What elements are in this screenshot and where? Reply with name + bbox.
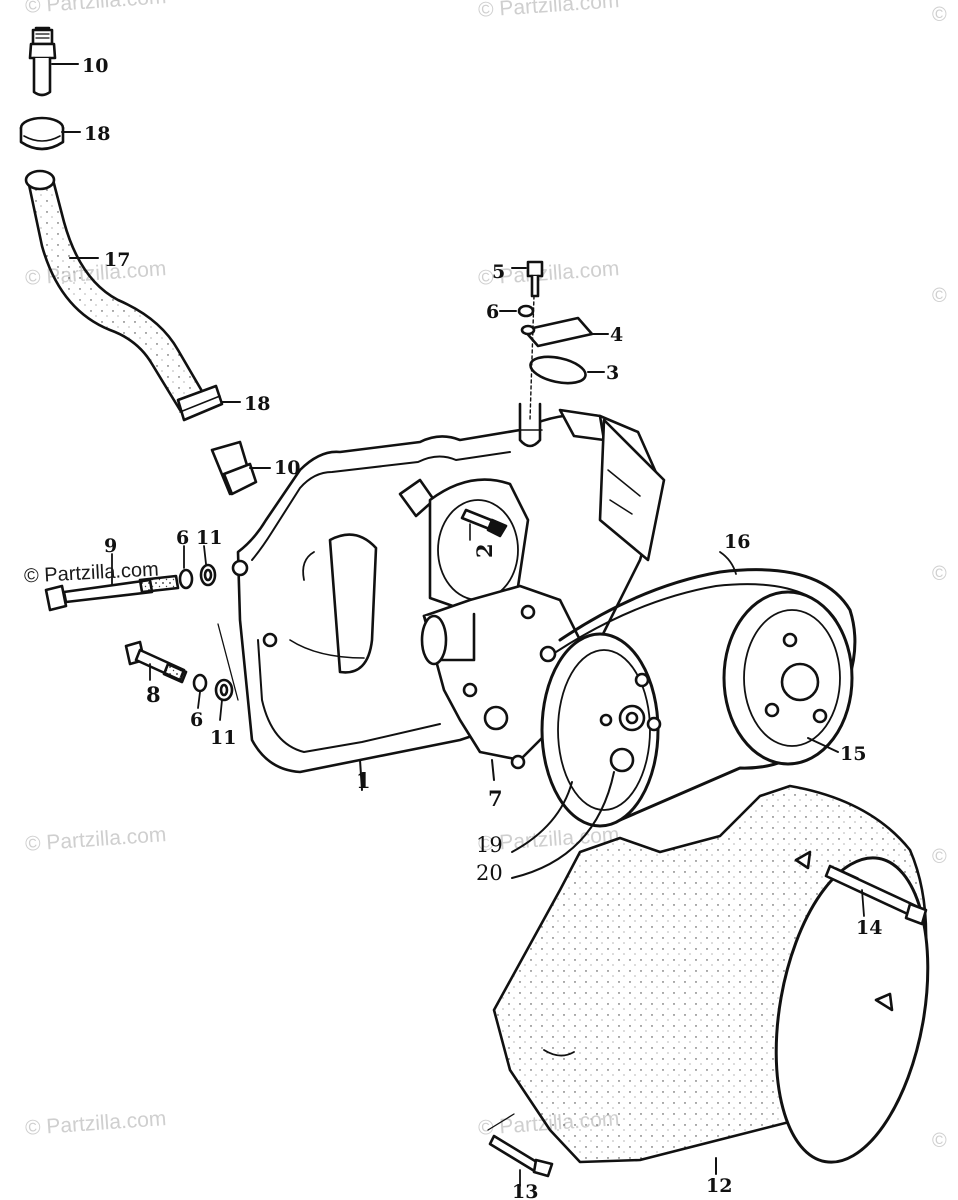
callout-6-mid: 6 (190, 709, 203, 731)
callout-6-top: 6 (486, 301, 499, 323)
callout-6-left: 6 (176, 527, 189, 549)
callout-1: 1 (356, 768, 371, 793)
bolt-8 (124, 640, 188, 684)
cap-plate-4 (520, 316, 609, 348)
belt-cover-12 (492, 784, 930, 1175)
pulley-small (540, 632, 662, 828)
callout-16: 16 (724, 531, 750, 553)
callout-18-top: 18 (84, 123, 110, 145)
pulley-large-15 (722, 590, 854, 766)
fitting-10-top (28, 26, 79, 97)
callout-20: 20 (476, 861, 503, 885)
washer-11-left (199, 545, 217, 587)
callout-11-left: 11 (196, 527, 222, 549)
callout-17: 17 (104, 249, 130, 271)
watermark-copyright: © (932, 563, 947, 585)
callout-2: 2 (472, 543, 497, 558)
guide-line (217, 623, 239, 701)
callout-5: 5 (492, 261, 505, 283)
hose-clamp-18-lower (176, 384, 241, 422)
callout-14: 14 (856, 917, 882, 939)
washer-6-top (499, 304, 535, 318)
leader-19 (511, 781, 573, 853)
callout-18-lower: 18 (244, 393, 270, 415)
fitting-10-lower (210, 440, 271, 496)
bolt-5 (511, 260, 544, 421)
callout-4: 4 (610, 324, 623, 346)
bolt-2 (460, 508, 508, 541)
callout-9: 9 (104, 535, 117, 557)
washer-11-mid (214, 678, 234, 721)
callout-7: 7 (488, 786, 503, 811)
leader-20 (511, 771, 615, 879)
hose-clamp-18-top (19, 116, 81, 151)
watermark-copyright: © (932, 4, 947, 26)
gasket-3 (529, 355, 605, 385)
washer-6-left (178, 545, 194, 590)
washer-6-mid (192, 673, 208, 709)
callout-12: 12 (706, 1175, 732, 1197)
bolt-13 (487, 1113, 554, 1187)
radiator-hose-17 (24, 169, 208, 412)
callout-13: 13 (512, 1181, 538, 1200)
watermark-copyright: © (932, 1130, 947, 1152)
bolt-14 (824, 864, 928, 926)
callout-3: 3 (606, 362, 619, 384)
callout-19: 19 (476, 833, 503, 857)
callout-10-top: 10 (82, 55, 108, 77)
callout-10-lower: 10 (274, 457, 300, 479)
watermark-copyright: © (932, 846, 947, 868)
callout-8: 8 (146, 682, 161, 707)
watermark-copyright: © (932, 285, 947, 307)
long-bolt-9 (44, 553, 180, 612)
callout-11-mid: 11 (210, 727, 236, 749)
callout-15: 15 (840, 743, 866, 765)
